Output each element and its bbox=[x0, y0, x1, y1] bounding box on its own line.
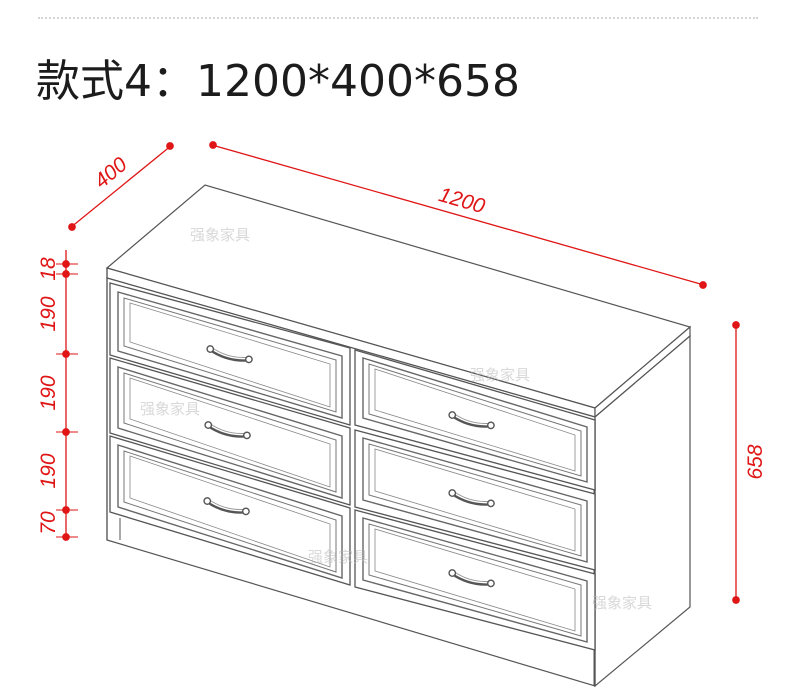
drawer-right-3 bbox=[354, 509, 596, 651]
watermark: 强象家具 bbox=[592, 594, 652, 612]
watermark: 强象家具 bbox=[308, 548, 368, 566]
drawer-right-2 bbox=[354, 429, 596, 571]
drawer-top-height-label: 190 bbox=[37, 296, 60, 331]
drawer-left-3 bbox=[109, 435, 351, 586]
depth-label: 400 bbox=[90, 153, 132, 193]
drawer-bottom-height-label: 190 bbox=[37, 453, 60, 488]
watermark: 强象家具 bbox=[140, 400, 200, 418]
drawer-left-1 bbox=[109, 282, 351, 426]
height-label: 658 bbox=[744, 444, 767, 479]
width-label: 1200 bbox=[436, 183, 488, 218]
plinth-height-label: 70 bbox=[37, 511, 60, 535]
page-title: 款式4：1200*400*658 bbox=[36, 56, 520, 107]
watermark: 强象家具 bbox=[470, 366, 530, 384]
drawer-left-2 bbox=[109, 357, 351, 506]
top-thickness-label: 18 bbox=[37, 257, 60, 281]
drawer-right-1 bbox=[354, 349, 596, 491]
drawer-middle-height-label: 190 bbox=[37, 375, 60, 410]
top-divider bbox=[38, 17, 758, 19]
watermark: 强象家具 bbox=[190, 226, 250, 244]
